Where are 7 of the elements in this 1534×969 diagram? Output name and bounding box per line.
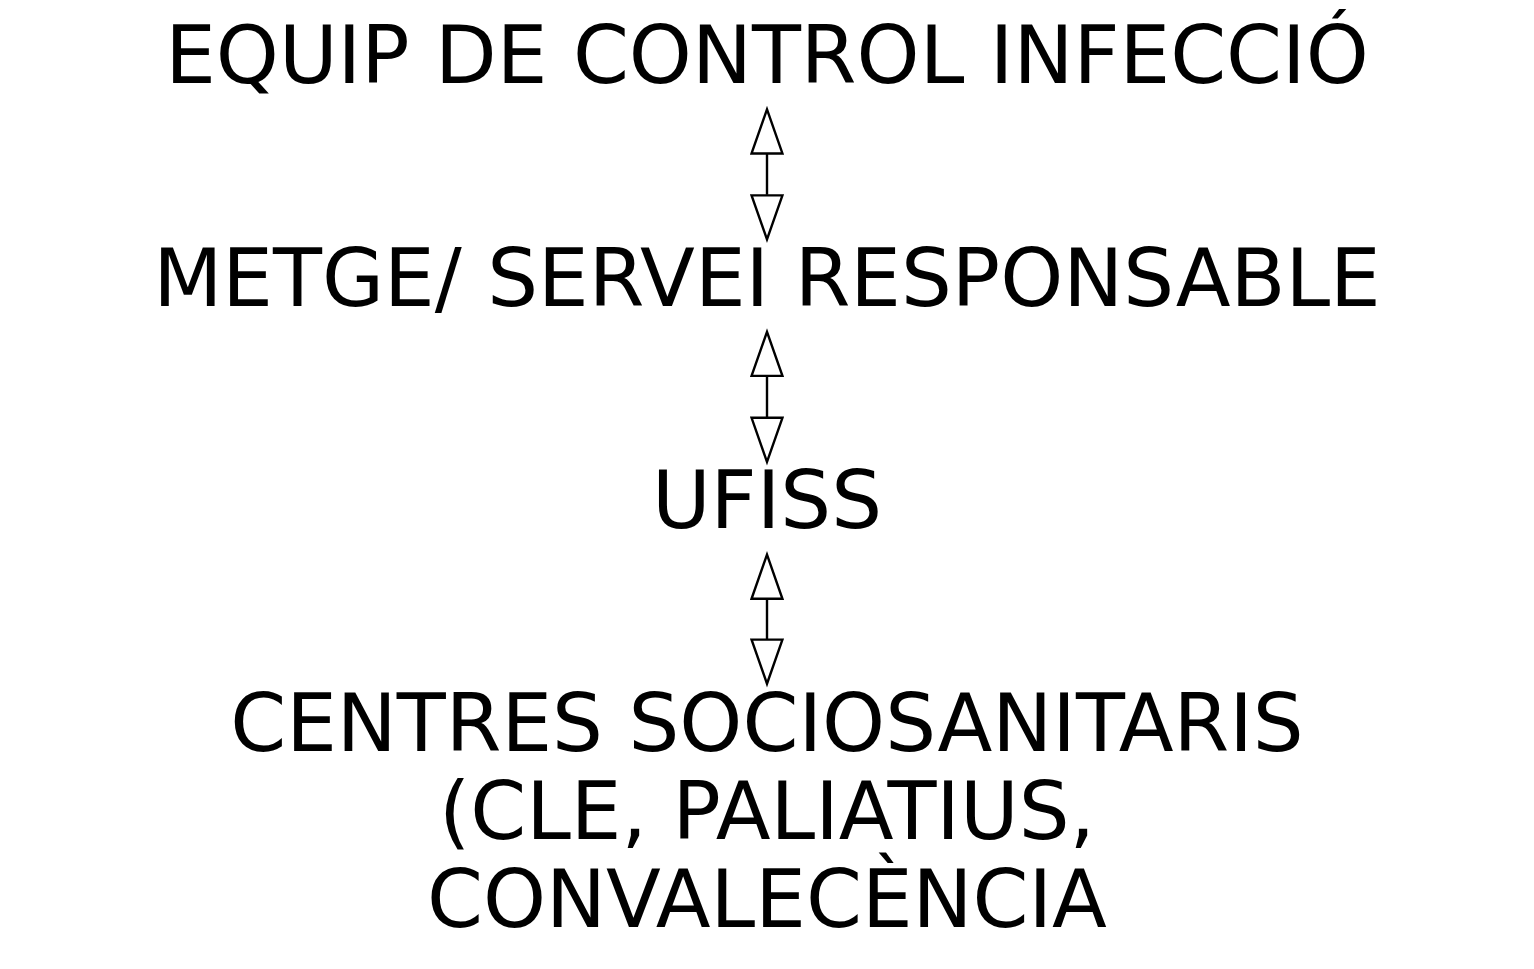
arrow — [749, 550, 785, 687]
node-text: UFISS — [651, 453, 883, 547]
arrow — [749, 105, 785, 243]
node-text: CENTRES SOCIOSANITARIS (CLE, PALIATIUS, CONVALECÈNCIA — [230, 676, 1304, 946]
node-text: EQUIP DE CONTROL INFECCIÓ — [165, 8, 1369, 102]
node-text: METGE/ SERVEI RESPONSABLE — [153, 231, 1381, 325]
arrow — [749, 327, 785, 466]
